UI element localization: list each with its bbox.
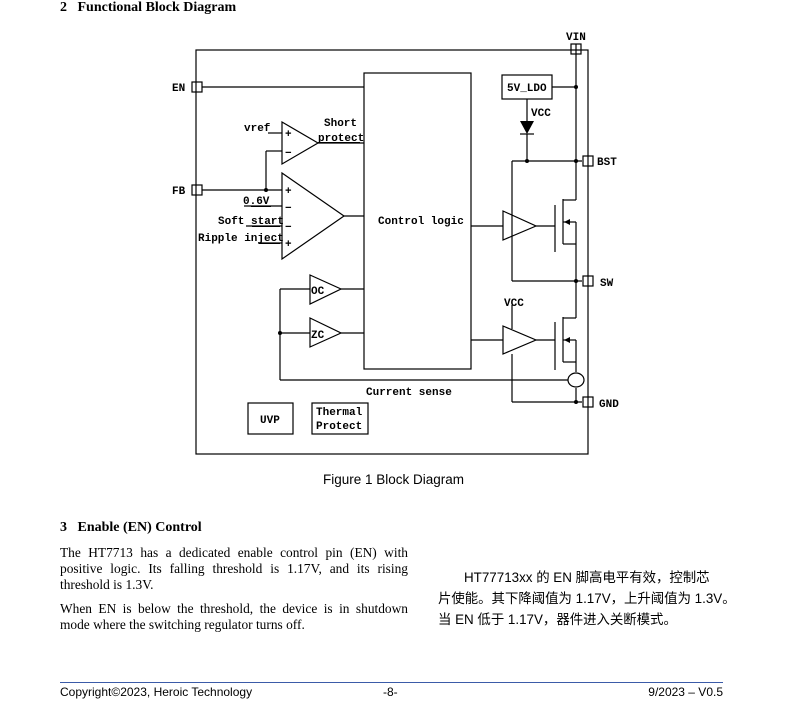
pin-bst-label: BST [597,157,617,169]
section-title: Functional Block Diagram [77,0,237,15]
vref-label: vref [244,123,271,135]
protect-label: protect [318,133,364,145]
short-minus-sign: − [285,148,292,160]
en-paragraph-2: When EN is below the threshold, the devi… [60,601,408,632]
low-side-driver [502,325,538,355]
chip-outline [195,49,589,455]
current-sense-element [567,372,585,388]
short-label: Short [324,118,357,130]
ea-plus-sign-2: + [285,239,292,251]
thermal-protect-label: Protect [316,421,362,433]
control-logic-block [363,72,472,370]
pin-en-label: EN [172,83,185,95]
ea-minus-sign-2: − [285,222,292,234]
control-logic-label: Control logic [378,216,464,228]
section-number: 3 [60,520,67,535]
ldo-label: 5V_LDO [507,83,547,95]
pin-en [191,81,203,93]
thermal-label: Thermal [316,407,363,419]
cn-line-2: 片使能。其下降阈值为 1.17V，上升阈值为 1.3V。 [438,591,736,606]
ripple-underline [259,243,280,244]
footer-page-number: -8- [383,685,398,699]
thermal-protect-block [311,402,369,435]
cn-line-3: 当 EN 低于 1.17V，器件进入关断模式。 [438,612,677,627]
uvp-block [247,402,294,435]
zc-comparator [309,317,343,348]
footer-copyright: Copyright©2023, Heroic Technology [60,685,253,699]
pin-vin-label: VIN [566,32,586,44]
pin-bst [582,155,594,167]
protect-underline [318,142,360,143]
pin-gnd-label: GND [599,399,619,411]
oc-label: OC [311,286,325,298]
cn-line-1: HT77713xx 的 EN 脚高电平有效，控制芯 [464,570,710,585]
zc-label: ZC [311,330,325,342]
ripple-inject-label: Ripple inject [198,233,284,245]
ref-0v6-label: 0.6V [243,196,270,208]
pin-fb-label: FB [172,186,186,198]
section-title: Enable (EN) Control [77,520,202,535]
ref-underline [251,206,271,207]
pin-sw-label: SW [600,278,614,290]
vcc-low-label: VCC [504,298,524,310]
ea-minus-sign-1: − [285,203,292,215]
footer-rule [60,682,723,683]
figure-caption: Figure 1 Block Diagram [322,472,465,487]
section-2-heading: 2 Functional Block Diagram [60,0,236,16]
pin-sw [582,275,594,287]
oc-comparator [309,274,343,305]
soft-start-label: Soft start [218,216,284,228]
vcc-top-label: VCC [531,108,551,120]
ea-plus-sign: + [285,186,292,198]
soft-start-underline [252,226,280,227]
short-protect-comparator [281,120,320,166]
high-side-driver [502,210,538,241]
short-plus-sign: + [285,129,292,141]
pin-vin [570,43,582,55]
current-sense-label: Current sense [366,387,452,399]
functional-block-diagram: EN FB VIN BST SW GND vref Short protect … [172,32,619,455]
pin-fb [191,184,203,196]
en-paragraph-1: The HT7713 has a dedicated enable contro… [60,545,408,592]
section-number: 2 [60,0,67,15]
pin-gnd [582,396,594,408]
bootstrap-diode [520,121,534,134]
cn-paragraph: HT77713xx 的 EN 脚高电平有效，控制芯 片使能。其下降阈值为 1.1… [438,567,738,630]
error-amplifier [281,171,346,261]
uvp-label: UVP [260,415,280,427]
section-3-heading: 3 Enable (EN) Control [60,520,202,536]
footer-version: 9/2023 – V0.5 [648,685,723,699]
